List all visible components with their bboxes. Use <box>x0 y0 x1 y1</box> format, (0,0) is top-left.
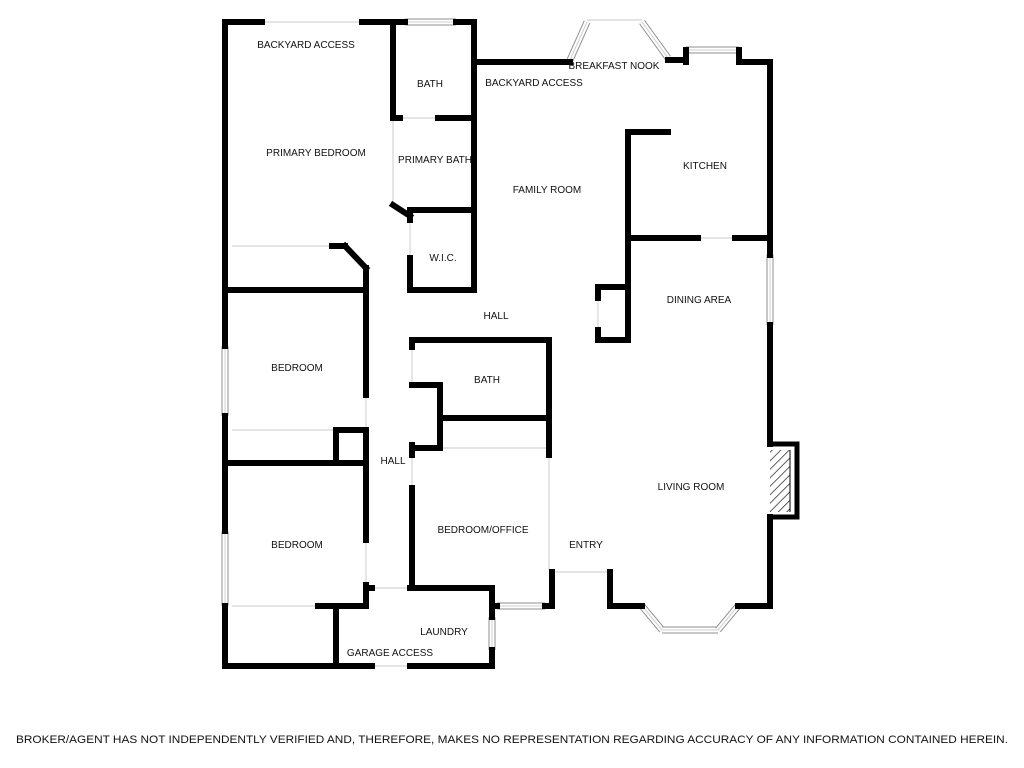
window <box>566 20 591 62</box>
window <box>639 603 665 633</box>
label-wic: W.I.C. <box>429 253 456 264</box>
label-primary-bedroom: PRIMARY BEDROOM <box>266 148 366 159</box>
wall <box>340 241 371 273</box>
label-primary-bath: PRIMARY BATH <box>398 155 472 166</box>
label-bedroom-upper: BEDROOM <box>271 363 323 374</box>
label-dining-area: DINING AREA <box>667 295 732 306</box>
walls <box>222 19 773 669</box>
label-kitchen: KITCHEN <box>683 161 727 172</box>
window-pane-line <box>641 21 669 59</box>
label-hall-upper: HALL <box>483 311 508 322</box>
label-laundry: LAUNDRY <box>420 627 468 638</box>
label-bath-primary: BATH <box>417 79 443 90</box>
label-bedroom-office: BEDROOM/OFFICE <box>437 525 528 536</box>
room-labels: BACKYARD ACCESS BATH BACKYARD ACCESS BRE… <box>257 40 731 659</box>
label-family-room: FAMILY ROOM <box>513 185 582 196</box>
disclaimer-text: BROKER/AGENT HAS NOT INDEPENDENTLY VERIF… <box>16 734 1008 746</box>
door-openings <box>232 19 735 667</box>
window-pane-line <box>717 605 739 631</box>
fireplace <box>770 441 800 520</box>
window <box>639 19 671 61</box>
label-hall-lower: HALL <box>380 456 405 467</box>
fireplace-hearth <box>770 450 790 512</box>
label-backyard-access-family: BACKYARD ACCESS <box>485 78 583 89</box>
fireplace-surround <box>770 441 800 520</box>
window-pane-line <box>569 21 588 61</box>
label-breakfast-nook: BREAKFAST NOOK <box>569 61 660 72</box>
label-entry: ENTRY <box>569 540 603 551</box>
window <box>715 603 741 633</box>
label-living-room: LIVING ROOM <box>658 482 725 493</box>
window-pane-line <box>641 605 663 631</box>
label-bath-hall: BATH <box>474 375 500 386</box>
label-backyard-access-primary: BACKYARD ACCESS <box>257 40 355 51</box>
windows <box>221 18 774 650</box>
label-garage-access: GARAGE ACCESS <box>347 648 433 659</box>
label-bedroom-lower: BEDROOM <box>271 540 323 551</box>
